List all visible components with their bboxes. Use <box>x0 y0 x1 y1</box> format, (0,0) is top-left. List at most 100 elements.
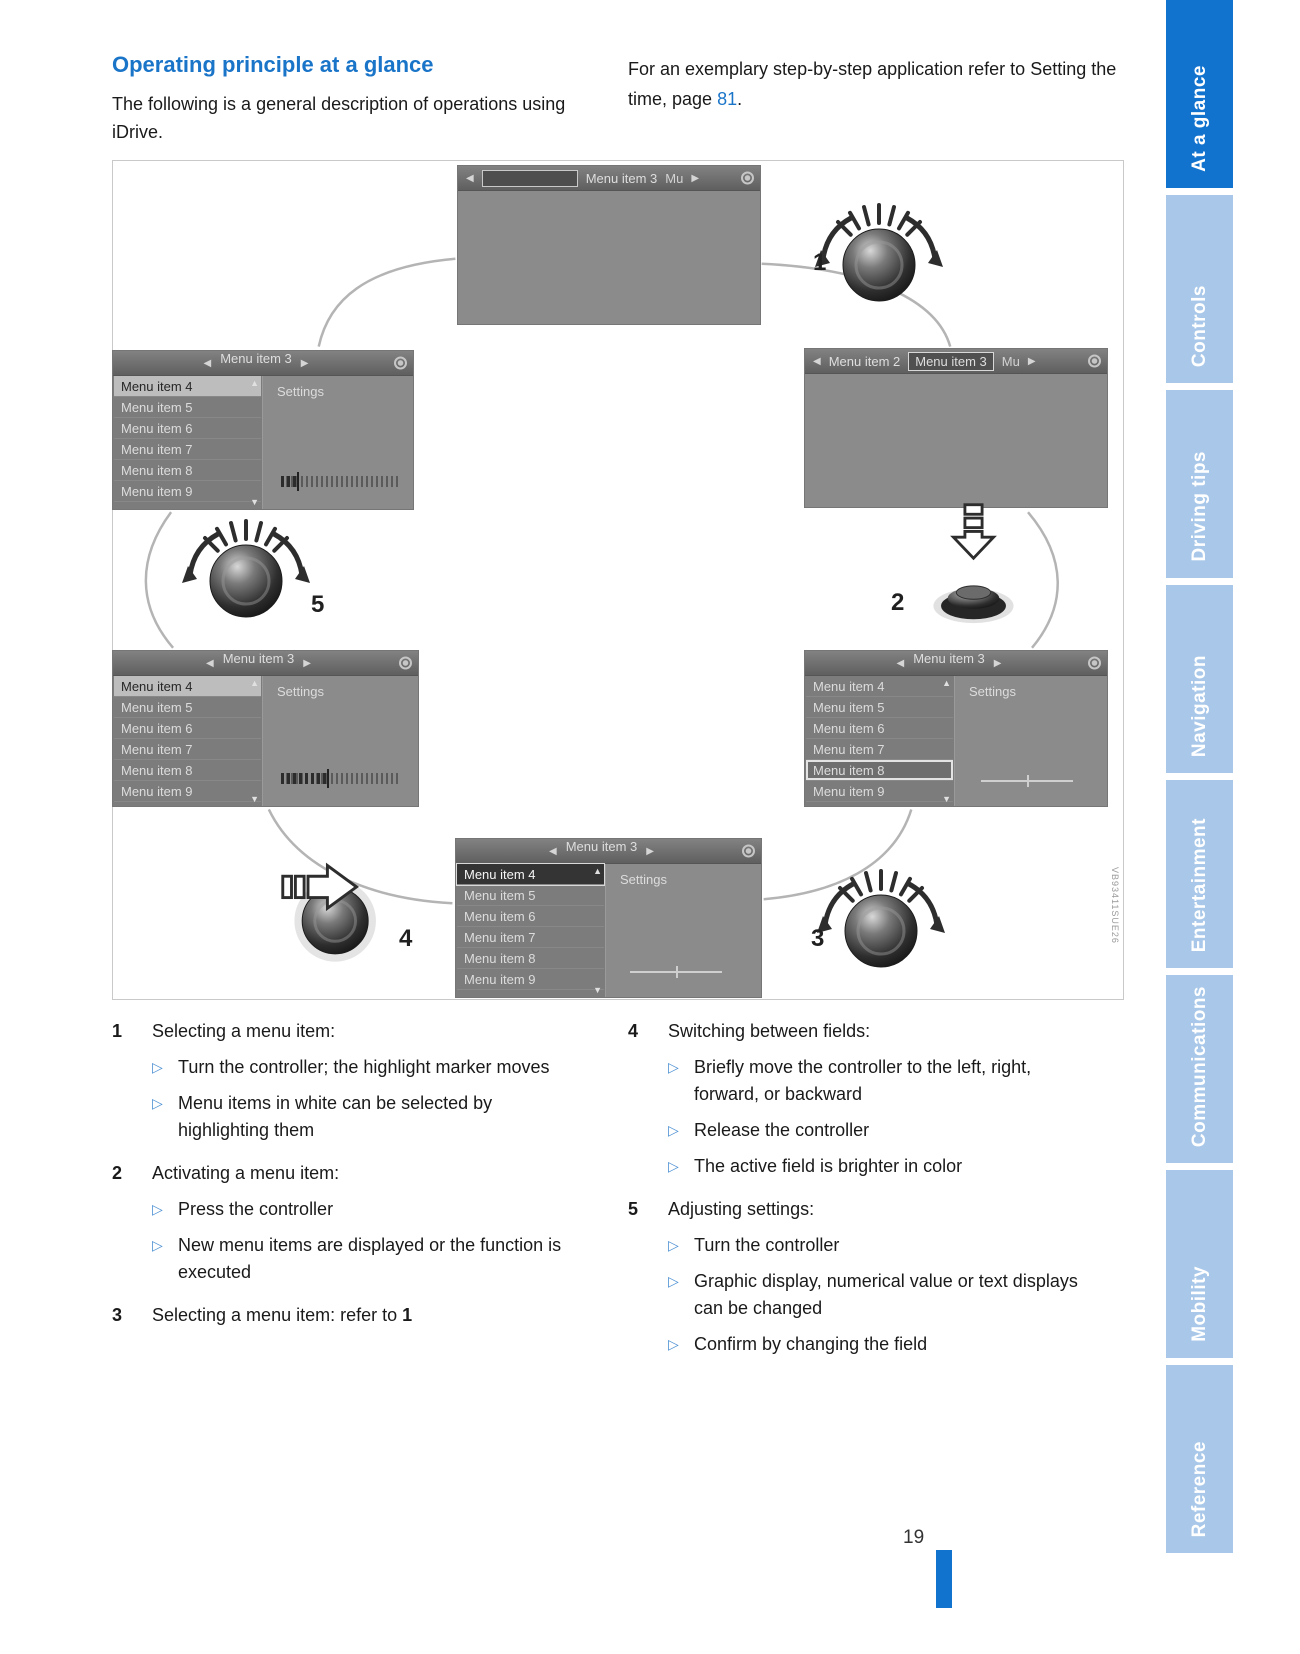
edge-tab: Reference <box>1166 1365 1233 1553</box>
triangle-bullet-icon: ▷ <box>668 1059 679 1075</box>
target-icon <box>1088 354 1101 368</box>
scroll-down-icon: ▼ <box>250 794 259 804</box>
rotary-controller-icon <box>815 203 943 302</box>
settings-slider <box>281 769 401 788</box>
screen-header-title: Menu item 3 <box>565 838 638 854</box>
page-tab-marker <box>936 1550 952 1608</box>
menu-item: Menu item 8 <box>806 760 953 781</box>
menu-item: Menu item 9 <box>457 969 604 990</box>
tab-active-label: Menu item 3 <box>908 351 994 371</box>
menu-item: Menu item 7 <box>457 927 604 948</box>
instruction-step-4: 4 Switching between fields: ▷Briefly mov… <box>628 1018 1088 1180</box>
left-arrow-icon: ◀ <box>206 657 214 669</box>
edge-tab: Navigation <box>1166 585 1233 773</box>
menu-item: Menu item 4 <box>114 376 261 397</box>
menu-item: Menu item 6 <box>457 906 604 927</box>
triangle-bullet-icon: ▷ <box>668 1273 679 1289</box>
truncated-tab-label: Mu <box>1001 353 1020 369</box>
page-link[interactable]: 81 <box>717 89 738 109</box>
menu-item: Menu item 4 <box>114 676 261 697</box>
screen-header: ◀ Menu item 2 Menu item 3 Mu ▶ <box>805 349 1107 374</box>
menu-item: Menu item 5 <box>806 697 953 718</box>
scroll-up-icon: ▲ <box>250 378 259 388</box>
settings-label: Settings <box>277 684 324 699</box>
instruction-step-1: 1 Selecting a menu item: ▷Turn the contr… <box>112 1018 572 1144</box>
menu-item: Menu item 8 <box>457 948 604 969</box>
edge-tab: Entertainment <box>1166 780 1233 968</box>
menu-item: Menu item 9 <box>806 781 953 802</box>
right-arrow-icon: ▶ <box>993 657 1002 669</box>
edge-tab: Driving tips <box>1166 390 1233 578</box>
screen-mid-right: ◀ Menu item 2 Menu item 3 Mu ▶ <box>805 349 1107 507</box>
left-arrow-icon: ◀ <box>813 355 821 367</box>
cross-reference-text: For an exemplary step-by-step applicatio… <box>628 59 1117 109</box>
move-controller-icon <box>281 862 376 962</box>
idrive-figure: ◀ Menu item 3 Mu ▶ ◀ Menu item 3 ▶ Men <box>112 160 1124 1000</box>
target-icon <box>399 656 412 670</box>
triangle-bullet-icon: ▷ <box>152 1059 163 1075</box>
instruction-step-5: 5 Adjusting settings: ▷Turn the controll… <box>628 1196 1088 1358</box>
scroll-up-icon: ▲ <box>942 678 951 688</box>
screen-header-title: Menu item 3 <box>913 650 985 666</box>
settings-label: Settings <box>969 684 1016 699</box>
scroll-up-icon: ▲ <box>250 678 259 688</box>
edge-tab: Controls <box>1166 195 1233 383</box>
figure-watermark: VB93411SUE26 <box>1110 867 1120 944</box>
menu-item: Menu item 7 <box>114 739 261 760</box>
settings-panel: Settings <box>606 864 761 997</box>
edge-tab: Communications <box>1166 975 1233 1163</box>
edge-tabs: At a glance Controls Driving tips Naviga… <box>1166 0 1233 1553</box>
menu-item: Menu item 7 <box>114 439 261 460</box>
rotary-controller-icon <box>817 869 945 968</box>
instructions: 1 Selecting a menu item: ▷Turn the contr… <box>112 1018 1088 1358</box>
screen-header: ◀ Menu item 3 ▶ <box>456 839 761 864</box>
target-icon <box>742 844 755 858</box>
settings-label: Settings <box>277 384 324 399</box>
menu-item: Menu item 6 <box>114 418 261 439</box>
triangle-bullet-icon: ▷ <box>152 1237 163 1253</box>
settings-slider <box>281 472 401 491</box>
menu-item: Menu item 4 <box>457 864 604 885</box>
settings-slider <box>630 966 722 978</box>
screen-top: ◀ Menu item 3 Mu ▶ <box>458 166 760 324</box>
triangle-bullet-icon: ▷ <box>668 1237 679 1253</box>
scroll-up-icon: ▲ <box>593 866 602 876</box>
triangle-bullet-icon: ▷ <box>668 1122 679 1138</box>
left-arrow-icon: ◀ <box>896 657 905 669</box>
edge-tab: Mobility <box>1166 1170 1233 1358</box>
settings-slider <box>981 775 1073 787</box>
settings-panel: Settings <box>263 376 413 509</box>
right-arrow-icon: ▶ <box>303 657 311 669</box>
menu-item: Menu item 6 <box>806 718 953 739</box>
callout-4: 4 <box>399 925 413 952</box>
menu-item: Menu item 6 <box>114 718 261 739</box>
target-icon <box>741 171 754 185</box>
screen-header: ◀ Menu item 3 ▶ <box>113 351 413 376</box>
left-arrow-icon: ◀ <box>549 845 557 857</box>
settings-label: Settings <box>620 872 667 887</box>
page-number: 19 <box>903 1527 925 1548</box>
triangle-bullet-icon: ▷ <box>152 1201 163 1217</box>
menu-item: Menu item 9 <box>114 781 261 802</box>
triangle-bullet-icon: ▷ <box>152 1095 163 1111</box>
menu-item: Menu item 8 <box>114 760 261 781</box>
intro-text: The following is a general description o… <box>112 94 566 142</box>
screen-header: ◀ Menu item 3 Mu ▶ <box>458 166 760 191</box>
rotary-controller-icon <box>182 519 310 618</box>
active-field-box <box>481 169 578 187</box>
right-arrow-icon: ▶ <box>646 845 654 857</box>
callout-1: 1 <box>813 249 827 276</box>
screen-header: ◀ Menu item 3 ▶ <box>805 651 1107 676</box>
menu-item: Menu item 8 <box>114 460 261 481</box>
menu-item: Menu item 5 <box>114 697 261 718</box>
right-arrow-icon: ▶ <box>1027 355 1036 367</box>
press-controller-icon <box>933 503 1014 624</box>
left-arrow-icon: ◀ <box>203 357 212 369</box>
screen-header-title: Menu item 3 <box>220 350 292 366</box>
screen-header-title: Menu item 3 <box>585 170 658 186</box>
